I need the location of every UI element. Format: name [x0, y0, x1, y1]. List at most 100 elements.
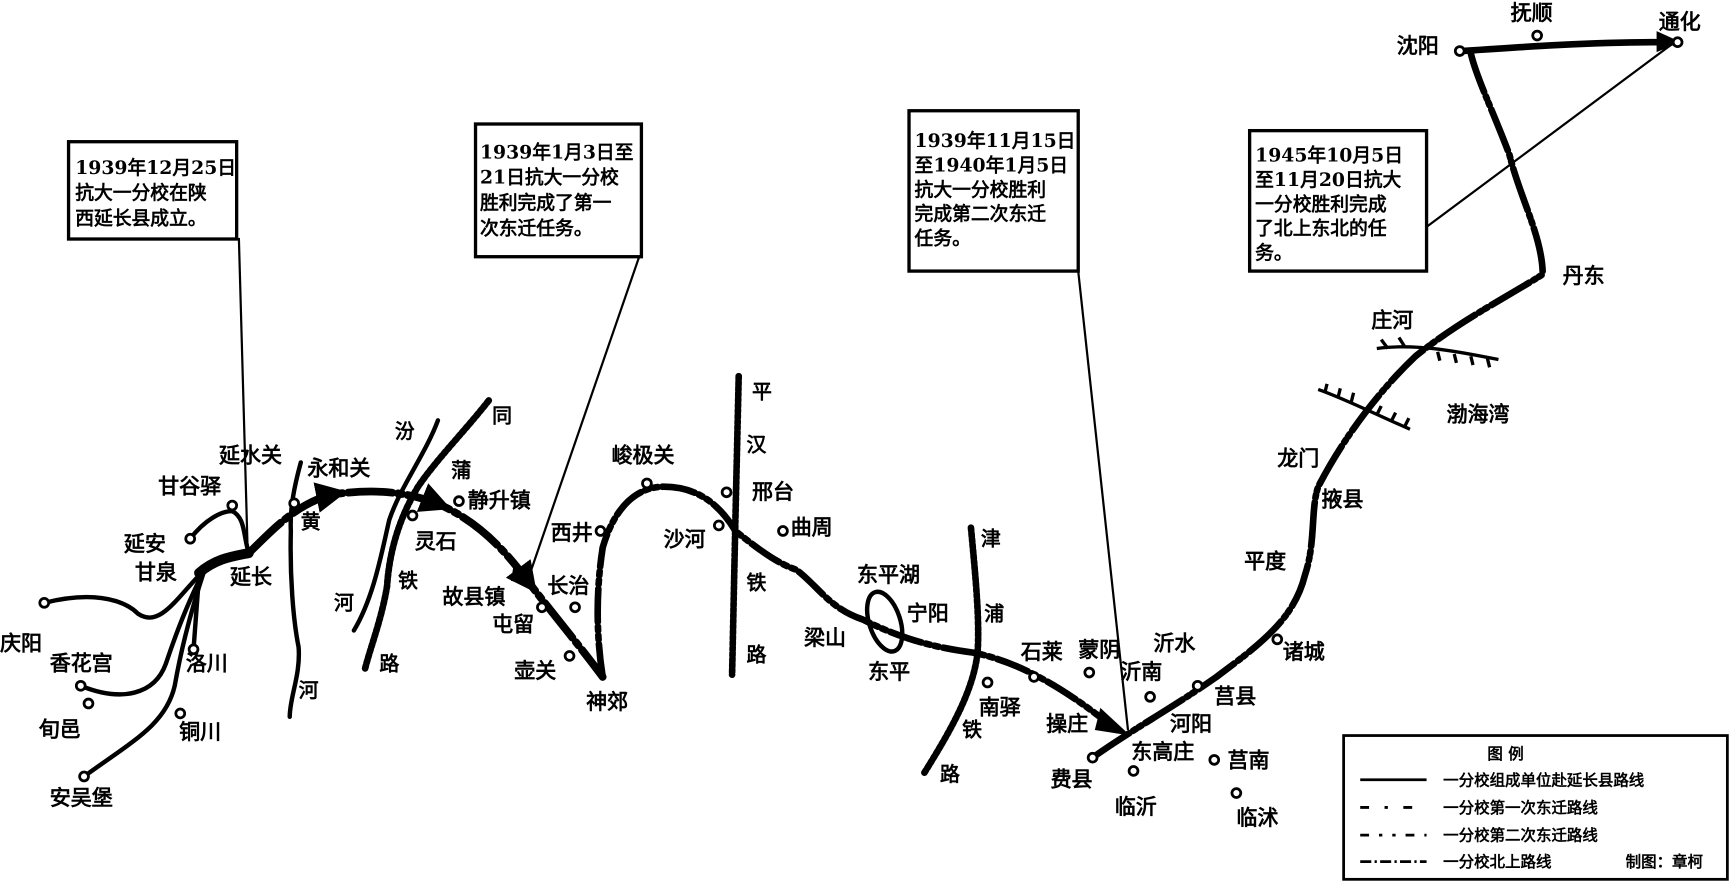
label-shenyang: 沈阳 — [1397, 33, 1439, 58]
callout-line: 抗大一分校在陕 — [75, 181, 207, 204]
label-dongping: 东平 — [868, 659, 910, 684]
label-caozhuang: 操庄 — [1046, 711, 1088, 736]
label-dongpinghu: 东平湖 — [857, 562, 920, 587]
label-linshu: 临沭 — [1236, 805, 1278, 830]
callout-founding: 1939年12月25日 抗大一分校在陕 西延长县成立。 — [66, 140, 239, 241]
callout-line: 一分校胜利完成 — [1255, 192, 1387, 215]
callout-line: 至1940年1月5日 — [915, 154, 1069, 177]
label-guxianzhen: 故县镇 — [442, 584, 505, 609]
callout-line: 任务。 — [914, 227, 971, 250]
label-pinghan: 汉 — [746, 432, 767, 456]
label-junan: 莒南 — [1228, 748, 1270, 773]
label-tongpu: 同 — [492, 404, 512, 428]
label-juxian: 莒县 — [1214, 683, 1256, 708]
label-junjiguan: 峻极关 — [612, 442, 675, 467]
label-yexian: 掖县 — [1322, 487, 1364, 512]
label-shilai: 石莱 — [1020, 639, 1063, 664]
label-donggaozhuang: 东高庄 — [1131, 739, 1194, 764]
legend-item: 一分校北上路线 — [1443, 852, 1552, 871]
label-ganquan: 甘泉 — [135, 560, 178, 585]
callout-line: 1939年12月25日 — [75, 156, 236, 179]
label-yellow-river: 河 — [299, 678, 319, 702]
legend-item: 一分校第二次东迁路线 — [1443, 826, 1598, 845]
label-tongpu: 蒲 — [451, 458, 471, 482]
label-xingtai: 邢台 — [752, 479, 794, 504]
label-ningyang: 宁阳 — [907, 601, 949, 626]
label-liangshan: 梁山 — [803, 625, 846, 650]
label-jinpu: 浦 — [984, 602, 1004, 626]
label-longmen: 龙门 — [1277, 446, 1319, 471]
label-xianghuagong: 香花宫 — [50, 650, 113, 675]
label-pingdu: 平度 — [1244, 549, 1286, 574]
label-linyi: 临沂 — [1115, 794, 1157, 819]
label-ganguyi: 甘谷驿 — [158, 473, 222, 498]
label-bohaiwan: 渤海湾 — [1446, 401, 1509, 426]
label-jinpu: 津 — [981, 526, 1001, 550]
callout-line: 1939年1月3日至 — [480, 140, 634, 163]
callout-line: 完成第二次东迁 — [915, 202, 1047, 225]
dongping-lake — [864, 589, 905, 654]
label-xunyi: 旬邑 — [38, 717, 81, 742]
label-changzhi: 长治 — [547, 573, 589, 598]
arrow-tonghua — [1656, 31, 1681, 53]
label-fushun: 抚顺 — [1511, 0, 1553, 25]
label-fen-river: 汾 — [395, 419, 415, 443]
label-tonghua: 通化 — [1659, 9, 1701, 34]
label-yellow-river: 河 — [334, 590, 354, 614]
city-markers — [38, 29, 1684, 799]
callout-northeast: 1945年10月5日 至11月20日抗大 一分校胜利完成 了北上东北的任 务。 — [1247, 128, 1429, 273]
callout-line: 胜利完成了第一 — [480, 191, 612, 214]
label-xijing: 西井 — [551, 520, 593, 545]
callout-line: 次东迁任务。 — [480, 217, 593, 240]
route-first-eastward — [244, 482, 607, 681]
label-quzhou: 曲周 — [791, 514, 833, 539]
label-yinan: 沂南 — [1120, 659, 1162, 684]
callout-line: 抗大一分校胜利 — [915, 178, 1046, 201]
label-pinghan: 路 — [746, 642, 767, 666]
label-shahe: 沙河 — [664, 526, 706, 551]
route-to-yanchang — [42, 508, 254, 779]
fen-river — [351, 418, 441, 633]
callout-line: 1939年11月15日 — [915, 129, 1076, 152]
label-heyang: 河阳 — [1170, 711, 1212, 736]
label-lingshi: 灵石 — [415, 529, 457, 554]
arrow-caozhuang — [1094, 707, 1131, 736]
route-second-eastward — [594, 483, 1121, 734]
pinghan-railway — [728, 372, 743, 679]
label-yongheguan: 永和关 — [306, 456, 370, 481]
label-mengyin: 蒙阴 — [1078, 637, 1120, 662]
label-yanan: 延安 — [123, 531, 166, 556]
label-yellow-river: 黄 — [301, 510, 321, 534]
label-jinpu: 铁 — [962, 718, 982, 742]
label-tongpu: 铁 — [398, 568, 418, 592]
callout-leaders — [237, 39, 1679, 731]
label-anwubao: 安吴堡 — [50, 785, 113, 810]
route-shenyang-tonghua — [1458, 38, 1663, 55]
label-jinpu: 路 — [940, 762, 961, 786]
legend-item: 一分校组成单位赴延长县路线 — [1443, 770, 1645, 789]
label-shenjiao: 神郊 — [586, 689, 628, 714]
place-labels: 延安 甘谷驿 延水关 永和关 甘泉 延长 庆阳 洛川 香花宫 旬邑 铜川 安吴堡… — [0, 0, 1701, 830]
feature-labels: 黄 河 河 汾 河 同 蒲 铁 路 平 汉 铁 路 津 浦 铁 路 — [299, 379, 1005, 786]
label-yanshuiguan: 延水关 — [218, 442, 282, 467]
label-feixian: 费县 — [1051, 766, 1093, 791]
label-zhuanghe: 庄河 — [1371, 307, 1413, 332]
label-huguan: 壶关 — [514, 658, 556, 683]
legend: 图 例 一分校组成单位赴延长县路线 一分校第一次东迁路线 一分校第二次东迁路线 … — [1342, 734, 1729, 881]
label-yishui: 沂水 — [1153, 630, 1196, 655]
callout-line: 21日抗大一分校 — [480, 166, 619, 189]
callout-first-migration: 1939年1月3日至 21日抗大一分校 胜利完成了第一 次东迁任务。 — [473, 122, 644, 259]
callout-line: 务。 — [1255, 241, 1293, 264]
label-yanchang: 延长 — [229, 564, 273, 589]
callout-line: 1945年10月5日 — [1255, 144, 1403, 167]
callout-line: 西延长县成立。 — [75, 207, 206, 230]
callout-second-migration: 1939年11月15日 至1940年1月5日 抗大一分校胜利 完成第二次东迁 任… — [907, 109, 1080, 273]
label-luochuan: 洛川 — [186, 650, 228, 675]
callout-line: 至11月20日抗大 — [1255, 168, 1401, 191]
map-credit: 制图：章柯 — [1626, 852, 1704, 871]
label-tongpu: 路 — [379, 651, 400, 675]
label-dandong: 丹东 — [1563, 263, 1605, 288]
label-qingyang: 庆阳 — [0, 630, 42, 655]
route-northward — [1089, 49, 1547, 761]
